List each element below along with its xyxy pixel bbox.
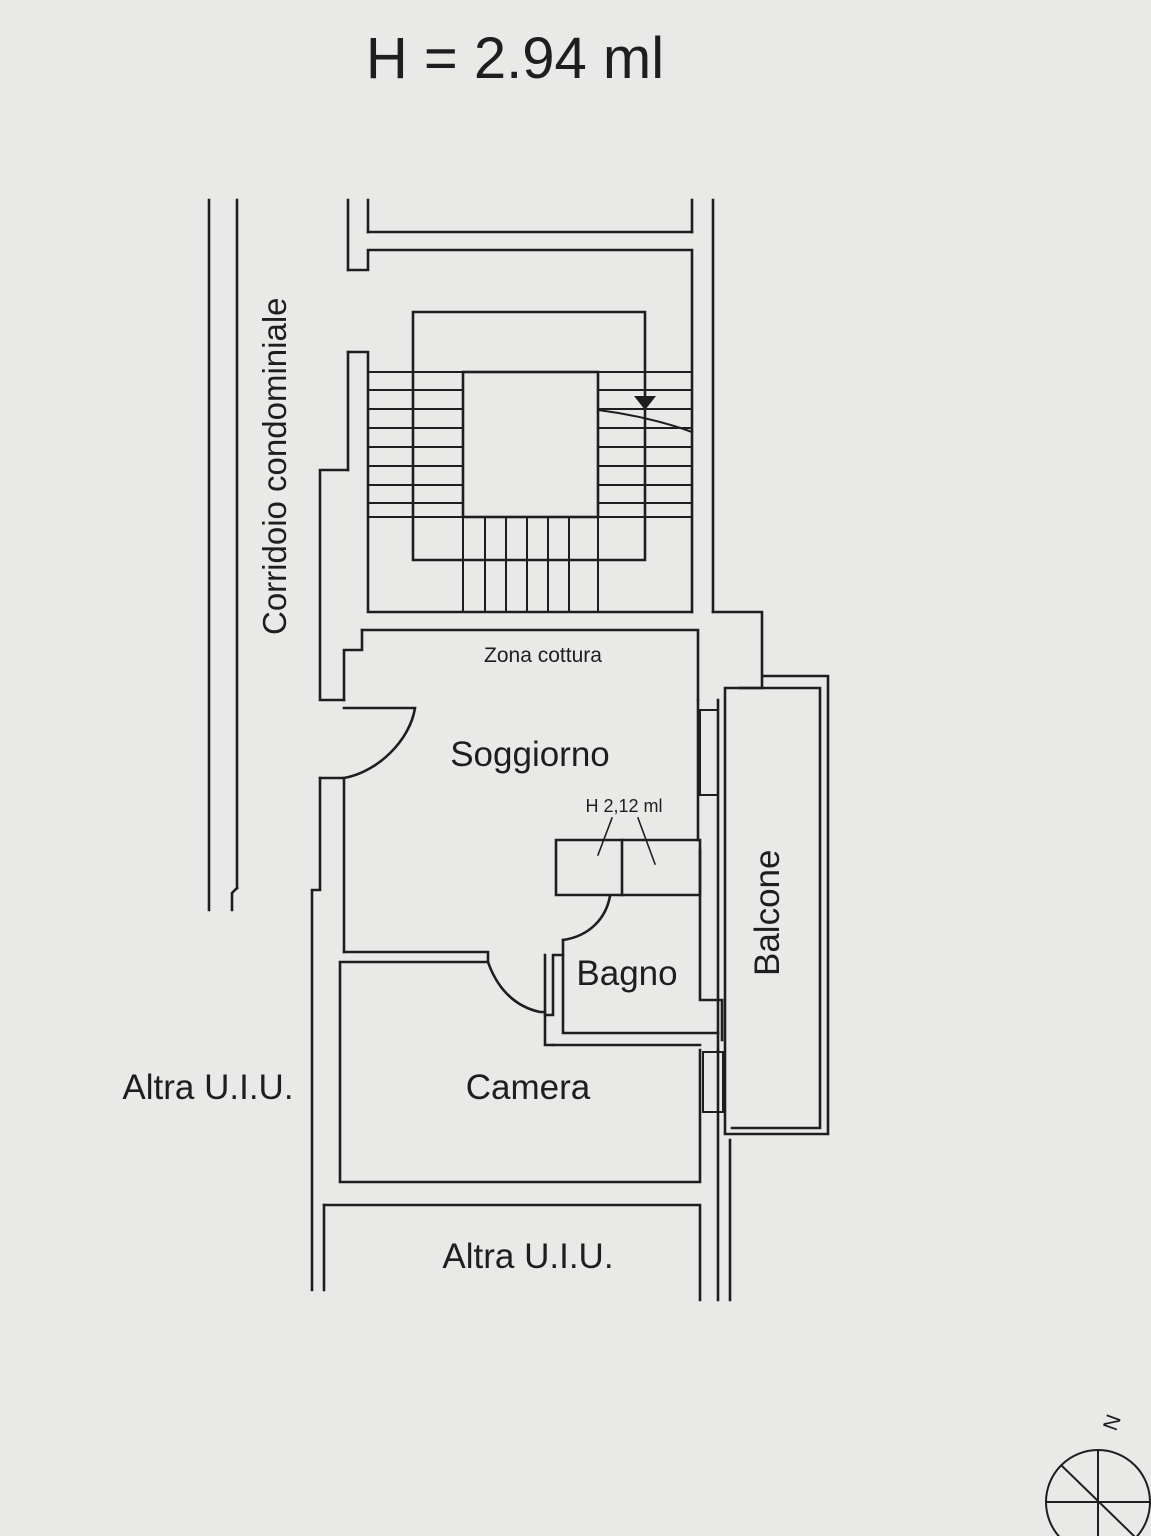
corridor-label: Corridoio condominiale — [256, 297, 293, 635]
entrance-door-icon — [318, 706, 417, 780]
bedroom-label: Camera — [466, 1068, 591, 1107]
stair-direction-arrow-icon — [634, 396, 656, 410]
door-swings — [318, 706, 612, 1014]
balcony-label: Balcone — [748, 850, 787, 976]
north-compass-icon: N — [1045, 1412, 1151, 1536]
kitchen-zone-label: Zona cottura — [484, 644, 602, 667]
other-unit-left-label: Altra U.I.U. — [122, 1068, 293, 1107]
reduced-height-label: H 2,12 ml — [585, 796, 662, 816]
bathroom-label: Bagno — [576, 954, 677, 993]
ceiling-height-title: H = 2.94 ml — [366, 26, 664, 91]
living-room-label: Soggiorno — [450, 735, 610, 774]
building-walls — [310, 198, 830, 1302]
height-pointers — [596, 816, 657, 866]
bathroom-door-icon — [561, 894, 612, 942]
bedroom-door-icon — [486, 960, 547, 1014]
corridor-walls — [207, 198, 239, 912]
north-letter: N — [1099, 1412, 1126, 1434]
other-unit-bottom-label: Altra U.I.U. — [442, 1237, 613, 1276]
staircase — [367, 310, 694, 613]
